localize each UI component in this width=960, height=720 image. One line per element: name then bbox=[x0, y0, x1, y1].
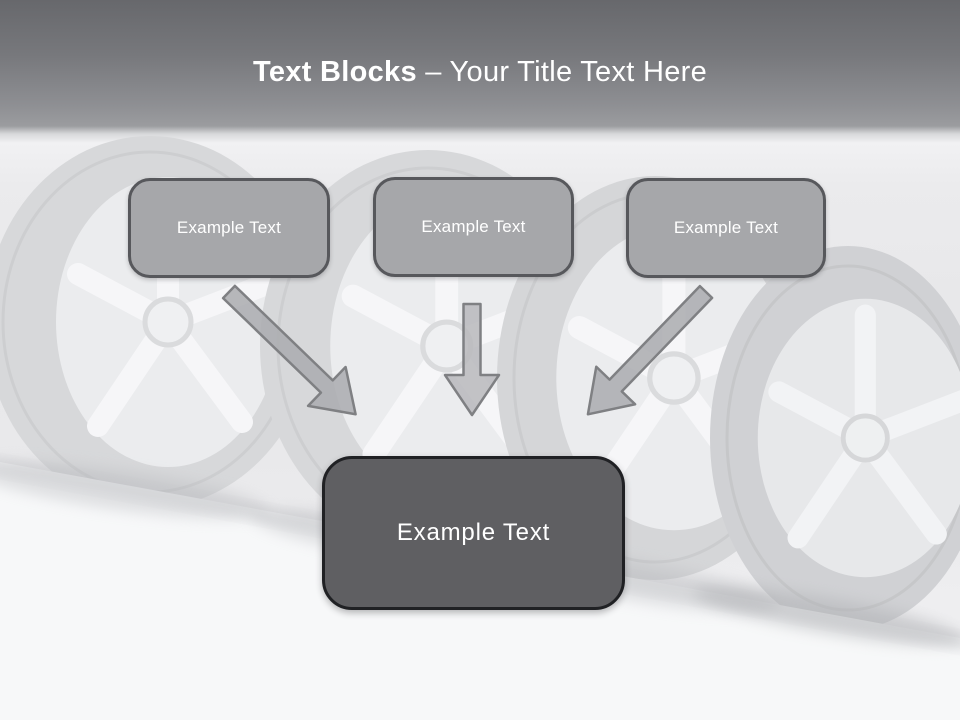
text-block-1-label: Example Text bbox=[176, 218, 282, 237]
title-topic: Text Blocks bbox=[252, 56, 417, 88]
text-block-2[interactable]: Example Text bbox=[373, 177, 574, 277]
arrow-down-icon bbox=[443, 302, 501, 417]
text-block-1[interactable]: Example Text bbox=[128, 178, 330, 278]
summary-block[interactable]: Example Text bbox=[322, 456, 625, 610]
wheel-shadow bbox=[0, 461, 269, 519]
arrow-down-right-icon bbox=[221, 284, 357, 416]
summary-block-label: Example Text bbox=[396, 519, 551, 546]
title-bar: Text Blocks – Your Title Text Here bbox=[0, 0, 960, 132]
wheel-shadow bbox=[694, 586, 960, 646]
arrow-down-left-icon bbox=[586, 284, 714, 416]
wheel-graphic-4 bbox=[710, 246, 960, 630]
title-dash: – bbox=[425, 56, 442, 88]
text-block-2-label: Example Text bbox=[421, 217, 526, 236]
text-block-3-label: Example Text bbox=[673, 218, 779, 237]
text-block-3[interactable]: Example Text bbox=[626, 178, 826, 278]
title-subtitle: Your Title Text Here bbox=[449, 56, 708, 88]
slide-title[interactable]: Text Blocks – Your Title Text Here bbox=[0, 54, 960, 90]
